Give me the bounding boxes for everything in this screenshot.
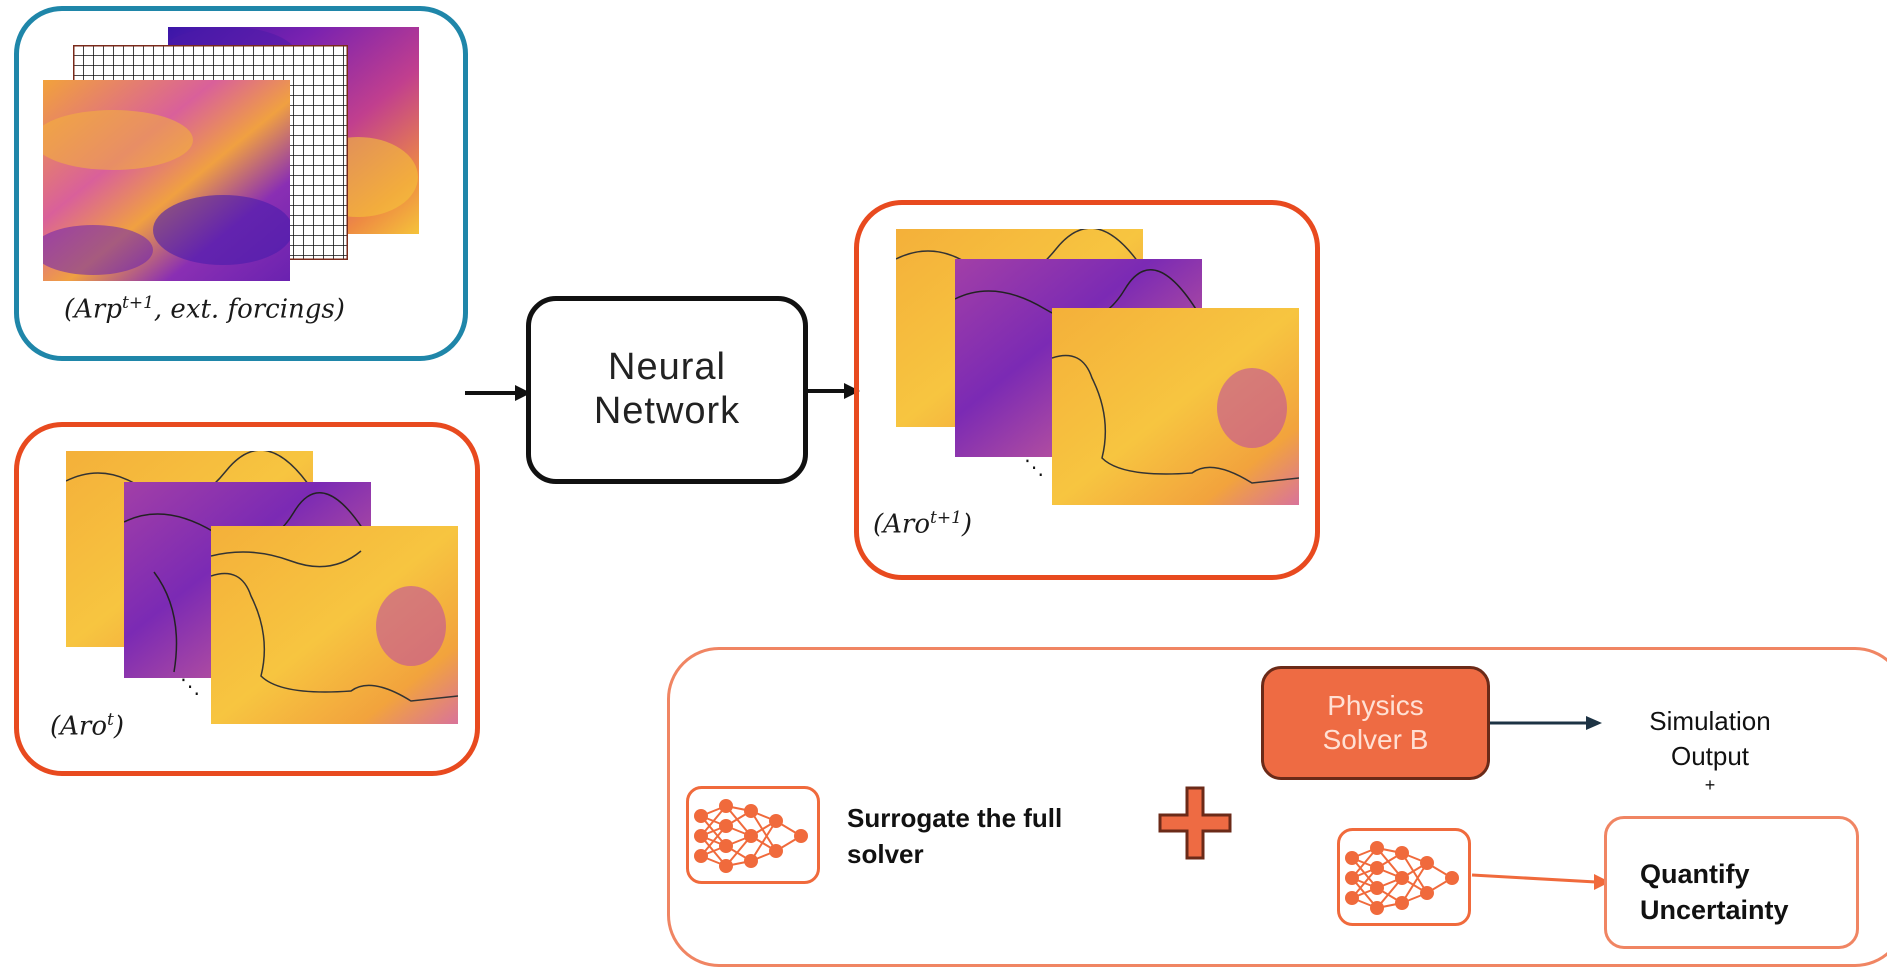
output-ellipsis: ⋱: [1024, 455, 1044, 479]
uncertainty-box: [1604, 816, 1859, 949]
neural-network-line2: Network: [593, 390, 741, 432]
arrow-solver-to-output: [1490, 716, 1602, 730]
output-map-3: [1052, 308, 1299, 505]
output-label: (Arot+1): [873, 508, 973, 540]
neural-net-icon-surrogate: [686, 786, 820, 884]
objectives-panel: [667, 647, 1887, 967]
input-top-label: (Arpt+1, ext. forcings): [64, 293, 345, 325]
input-panel-arpege: [14, 6, 468, 361]
output-panel-arome: [854, 200, 1320, 580]
neural-network-box: Neural Network: [526, 296, 808, 484]
input-panel-arome: [14, 422, 480, 776]
arome-map-3: [211, 526, 458, 724]
neural-network-line1: Neural: [608, 346, 726, 389]
surrogate-text: Surrogate the full solver: [847, 803, 1063, 869]
arrow-nn-to-uncertainty: [1471, 873, 1610, 890]
input-bottom-ellipsis: ⋱: [180, 674, 200, 698]
input-bottom-label: (Arot): [50, 710, 125, 742]
uncertainty-text: Quantify Uncertainty: [1640, 859, 1789, 925]
arpege-front-map: [43, 80, 290, 281]
simulation-output-text: Simulation Output +: [1649, 706, 1771, 795]
neural-net-icon-uncertainty: [1337, 828, 1471, 926]
physics-solver-box: Physics Solver B: [1261, 666, 1490, 780]
plus-icon: [1158, 786, 1232, 860]
arrow-out-of-network: [806, 383, 860, 399]
arrow-into-network: [465, 385, 531, 401]
